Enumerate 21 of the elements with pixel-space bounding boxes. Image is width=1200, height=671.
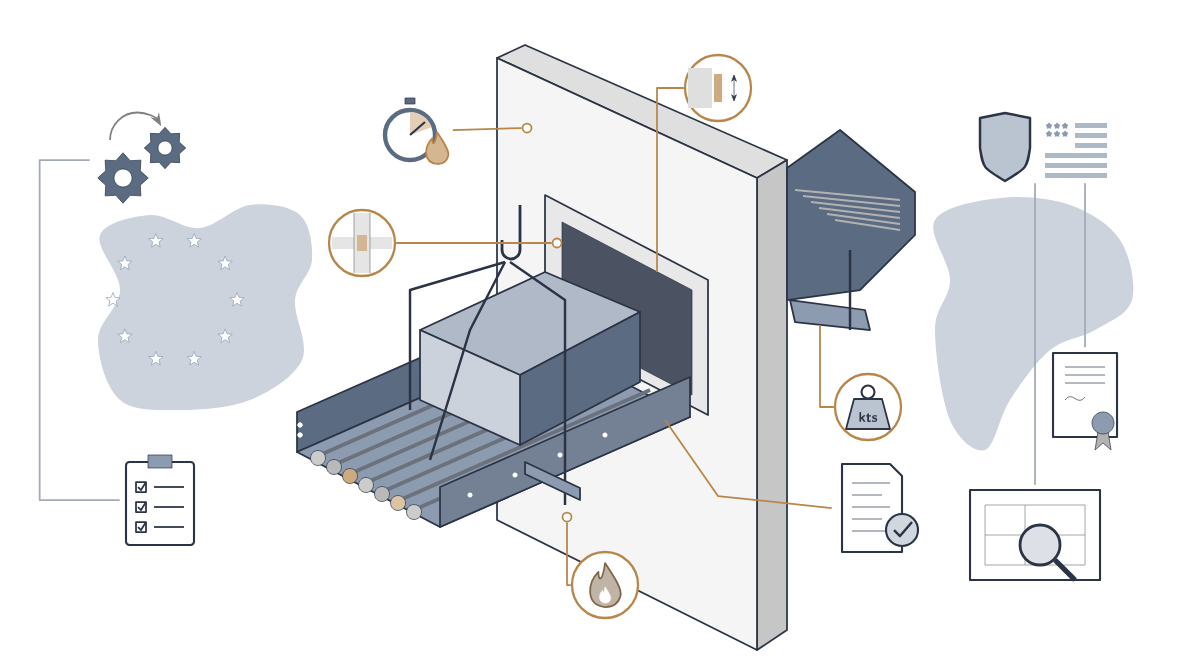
leader-line (38, 159, 121, 501)
leader-line (1034, 182, 1036, 486)
weight-label: kts (859, 412, 878, 422)
leader-line (395, 242, 553, 244)
clipboard-icon (124, 454, 196, 547)
blueprint-icon (968, 488, 1102, 582)
gap-detail-icon (683, 53, 753, 123)
leader-line (664, 419, 833, 509)
gears-icon (97, 111, 187, 204)
flame-icon (570, 550, 640, 620)
stopwatch-icon (382, 97, 450, 165)
leader-line (656, 87, 685, 273)
section-detail-icon (327, 208, 397, 278)
leader-line (819, 324, 835, 408)
shield-flag-icon (978, 111, 1107, 183)
leader-line (452, 127, 523, 131)
weight-icon (833, 372, 903, 442)
document-icon (840, 462, 920, 554)
leader-line (1084, 182, 1086, 349)
certificate-icon (1051, 351, 1119, 451)
leader-line (566, 521, 572, 586)
